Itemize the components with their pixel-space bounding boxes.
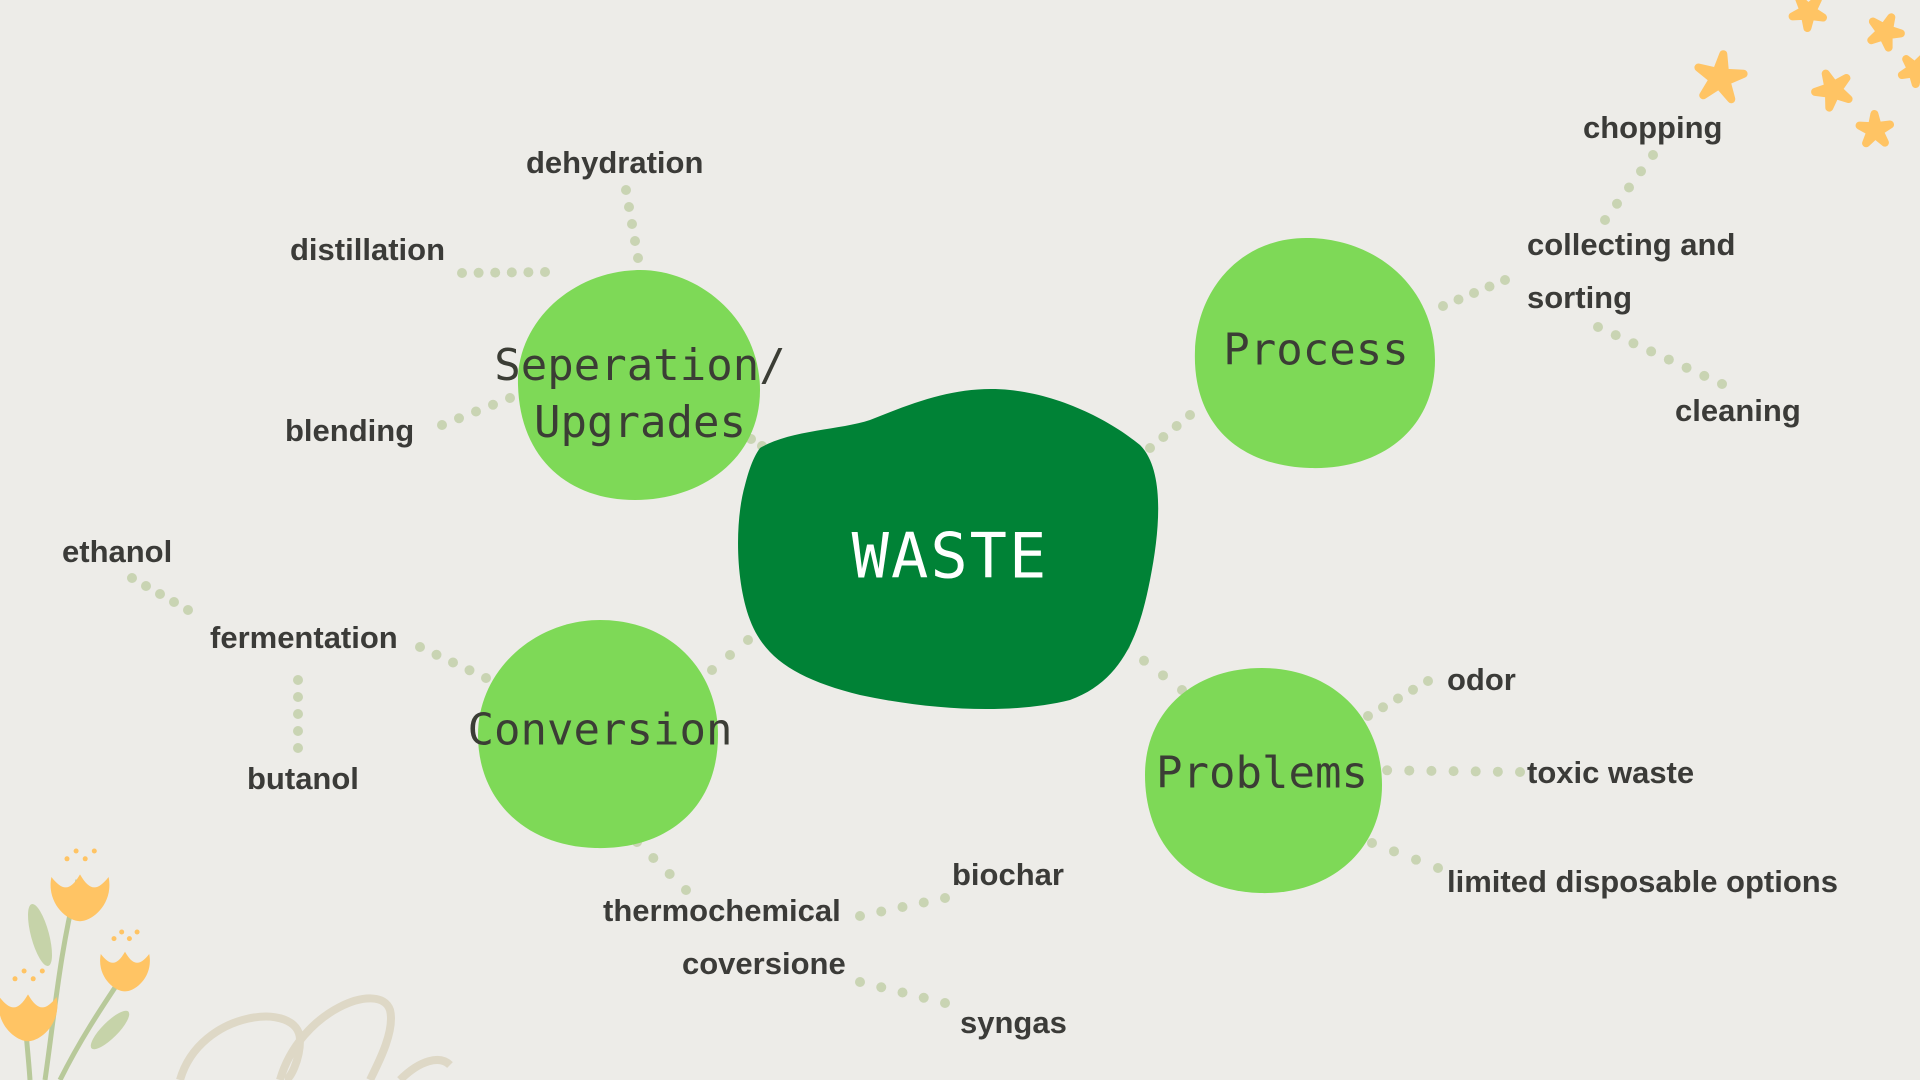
separation-label-line2: Upgrades [534, 397, 746, 448]
problems-blob [1145, 668, 1382, 894]
problems-label: Problems [1156, 747, 1368, 799]
label-fermentation: fermentation [210, 620, 398, 655]
center-blob [738, 389, 1159, 710]
label-dehydration: dehydration [526, 145, 704, 180]
label-toxic-waste: toxic waste [1527, 755, 1695, 790]
label-biochar: biochar [952, 857, 1064, 892]
process-label: Process [1223, 324, 1409, 376]
conversion-label: Conversion [467, 704, 733, 756]
label-odor: odor [1447, 662, 1516, 697]
label-thermochemical: thermochemical [603, 893, 841, 928]
separation-blob [517, 270, 760, 500]
center-label: WASTE [851, 519, 1049, 593]
label-butanol: butanol [247, 761, 359, 796]
separation-label: Seperation/ Upgrades [494, 337, 785, 451]
conversion-blob [478, 620, 718, 849]
label-ethanol: ethanol [62, 534, 173, 569]
separation-label-line1: Seperation/ [494, 339, 786, 391]
label-chopping: chopping [1583, 110, 1723, 145]
label-cleaning: cleaning [1675, 393, 1801, 428]
process-blob [1194, 237, 1435, 469]
label-collecting-line2: sorting [1527, 280, 1633, 315]
label-coversione: coversione [682, 946, 846, 981]
label-distillation: distillation [290, 232, 445, 267]
label-blending: blending [285, 413, 415, 448]
label-syngas: syngas [960, 1005, 1067, 1040]
label-collecting-and-sorting: collecting and sorting [1527, 218, 1735, 324]
flowers-icon [0, 848, 453, 1080]
label-collecting-line1: collecting and [1527, 227, 1736, 262]
label-limited-disposable-options: limited disposable options [1447, 864, 1838, 899]
stars-icon [1694, 0, 1920, 148]
